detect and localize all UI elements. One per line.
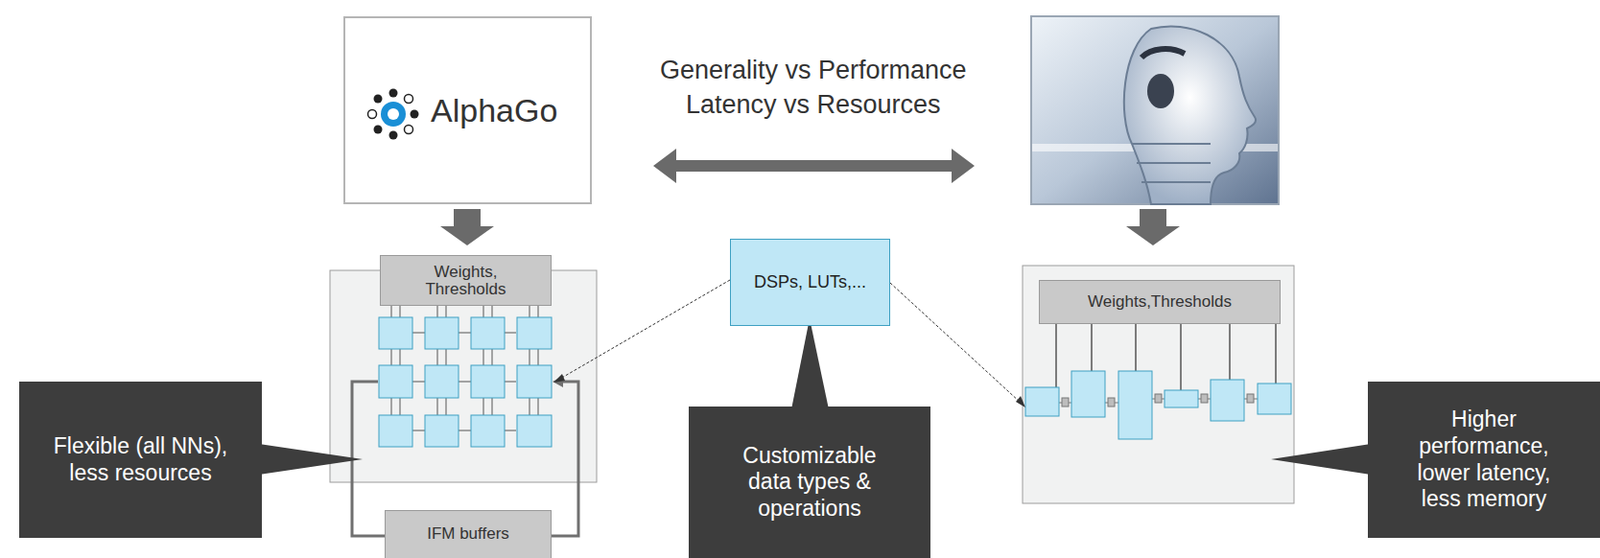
node-text: Higher performance, lower latency, less … [1402,406,1566,513]
node-text: Weights, Thresholds [415,263,517,299]
memory-box: Weights, Thresholds [379,255,552,306]
callout-box: Customizable data types & operations [688,406,931,558]
arrowhead [553,374,565,383]
buffer-box: IFM buffers [384,510,552,558]
node-text: IFM buffers [426,524,510,544]
title-box: AlphaGo [343,16,592,205]
node-text: DSPs, LUTs,... [753,272,867,294]
callout-pointer [258,444,363,475]
heading-label: Generality vs Performance [659,55,967,86]
arrowhead [1015,396,1026,408]
down-arrow [440,209,495,246]
resource-box: DSPs, LUTs,... [729,238,891,327]
pe-grid-wires [391,305,539,448]
callout-box: Flexible (all NNs), less resources [19,381,262,539]
node-text: Flexible (all NNs), less resources [38,433,243,487]
dataflow-panel [1022,265,1295,504]
node-text: Customizable data types & operations [727,443,893,523]
memory-box: Weights,Thresholds [1038,280,1281,325]
pipeline-stages [1025,371,1292,440]
pe-grid [378,317,552,448]
callout-pointer [1270,444,1371,475]
double-arrow [653,148,975,184]
heading-label: Latency vs Resources [685,90,942,120]
node-text: AlphaGo [430,91,558,131]
callout-box: Higher performance, lower latency, less … [1367,381,1600,539]
down-arrow [1126,209,1180,246]
node-text: Weights,Thresholds [1087,292,1232,312]
robot-illustration [1031,16,1279,205]
callout-pointer [791,318,829,410]
alphago-logo [368,89,420,141]
